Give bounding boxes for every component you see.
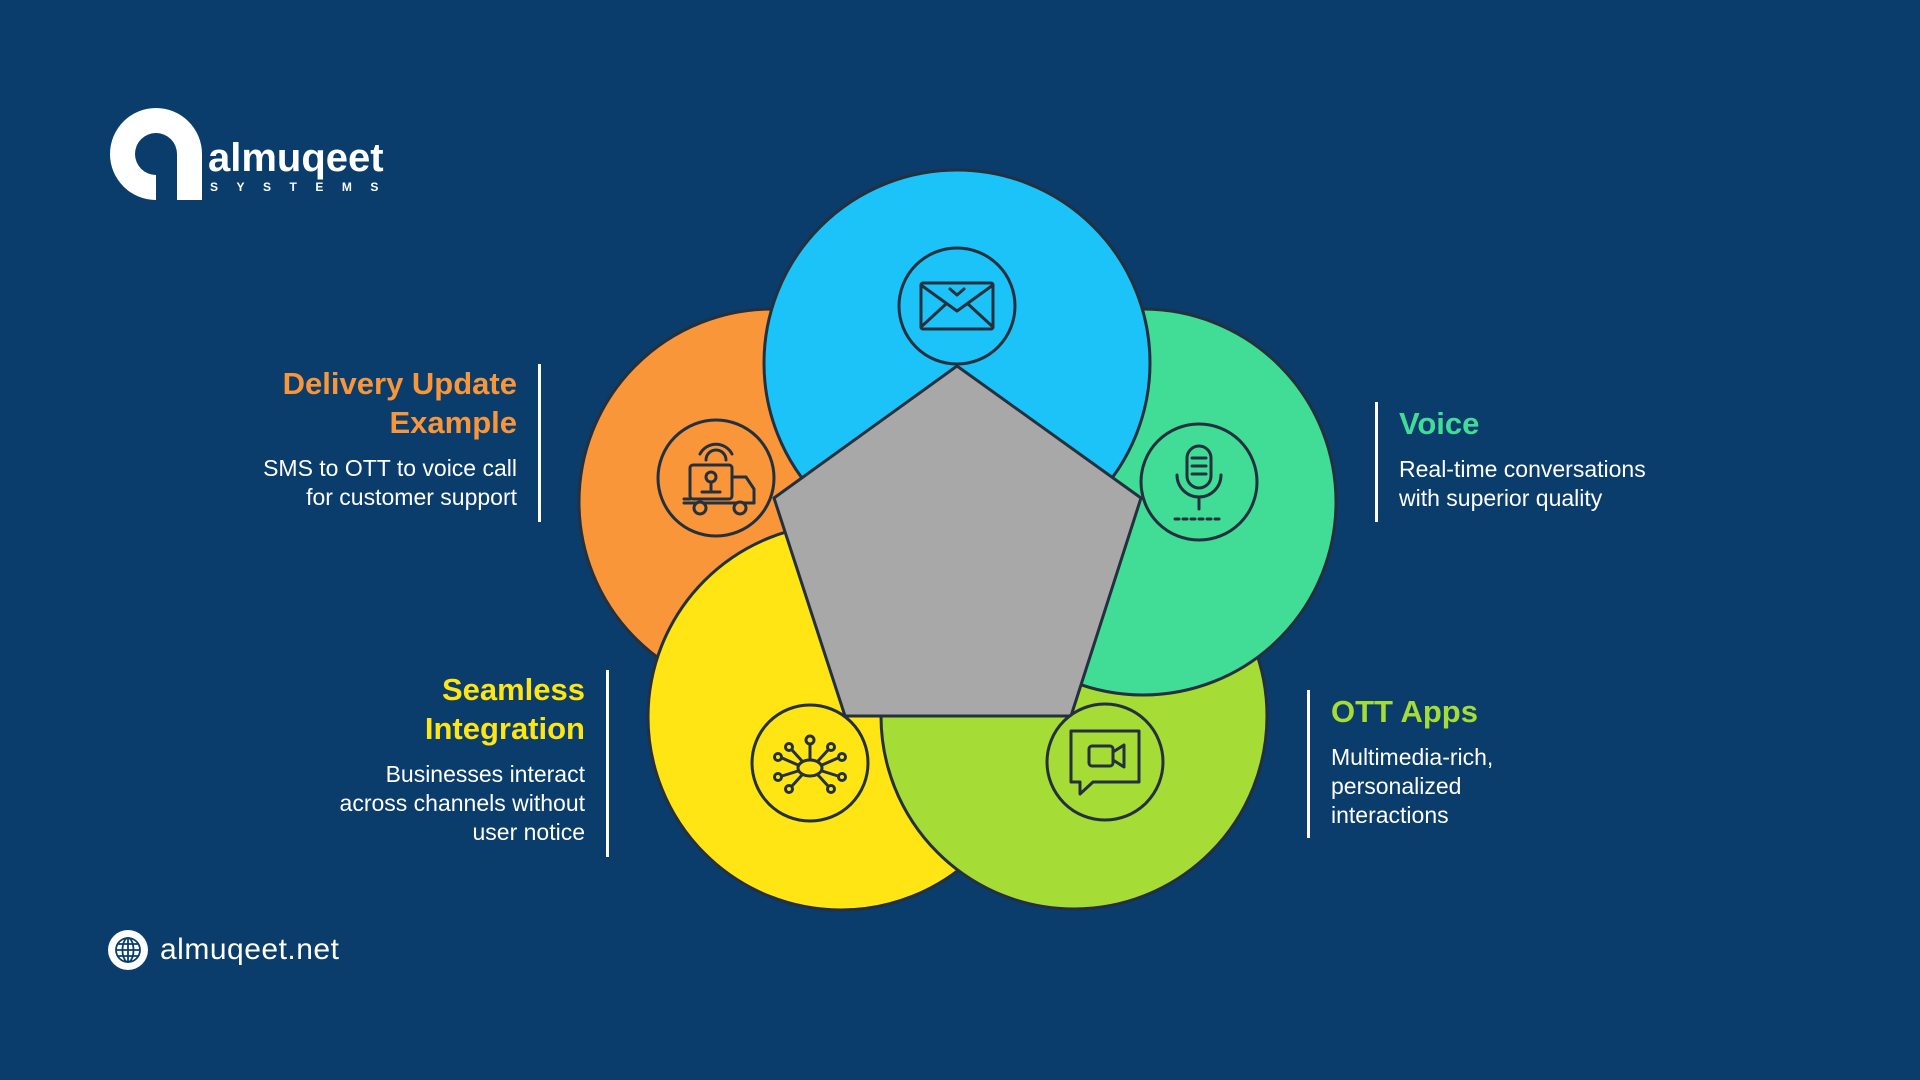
microphone-icon — [1139, 422, 1259, 542]
ott-divider — [1307, 690, 1310, 838]
voice-desc-line2: with superior quality — [1399, 485, 1603, 511]
callout-ott: OTT Apps Multimedia-rich, personalized i… — [1331, 692, 1493, 830]
network-hub-icon — [750, 703, 870, 823]
delivery-description: SMS to OTT to voice call for customer su… — [263, 454, 517, 512]
logo-mark-icon — [110, 108, 202, 200]
website-link[interactable]: almuqeet.net — [108, 930, 339, 970]
callout-delivery: Delivery Update Example SMS to OTT to vo… — [263, 364, 517, 512]
ott-title: OTT Apps — [1331, 694, 1478, 729]
voice-divider — [1375, 402, 1378, 522]
voice-title: Voice — [1399, 406, 1480, 441]
integration-title: Seamless Integration — [340, 670, 585, 748]
voice-description: Real-time conversations with superior qu… — [1399, 455, 1646, 513]
brand-name: almuqeet — [208, 136, 384, 180]
ott-desc-line3: interactions — [1331, 802, 1449, 828]
integration-desc-line1: Businesses interact — [385, 761, 585, 787]
delivery-desc-line2: for customer support — [306, 484, 517, 510]
ott-desc-line2: personalized — [1331, 773, 1462, 799]
website-url[interactable]: almuqeet.net — [160, 933, 340, 966]
brand-logo: almuqeet SYSTEMS — [110, 108, 400, 200]
center-pentagon — [772, 364, 1143, 718]
globe-icon — [108, 930, 148, 970]
callout-integration: Seamless Integration Businesses interact… — [340, 670, 585, 847]
video-chat-icon — [1045, 702, 1165, 822]
integration-title-line2: Integration — [424, 711, 585, 746]
delivery-title-line1: Delivery Update — [282, 366, 517, 401]
ott-desc-line1: Multimedia-rich, — [1331, 744, 1494, 770]
integration-desc-line3: user notice — [472, 819, 585, 845]
delivery-divider — [538, 364, 541, 522]
voice-desc-line1: Real-time conversations — [1399, 456, 1646, 482]
callout-voice: Voice Real-time conversations with super… — [1399, 404, 1646, 513]
delivery-desc-line1: SMS to OTT to voice call — [263, 455, 517, 481]
delivery-truck-icon — [656, 418, 776, 538]
integration-description: Businesses interact across channels with… — [340, 760, 585, 847]
envelope-icon — [897, 246, 1017, 366]
integration-title-line1: Seamless — [441, 672, 585, 707]
delivery-title-line2: Example — [389, 405, 517, 440]
ott-description: Multimedia-rich, personalized interactio… — [1331, 743, 1493, 830]
integration-divider — [606, 670, 609, 857]
delivery-title: Delivery Update Example — [263, 364, 517, 442]
integration-desc-line2: across channels without — [339, 790, 585, 816]
brand-tagline: SYSTEMS — [210, 180, 397, 194]
